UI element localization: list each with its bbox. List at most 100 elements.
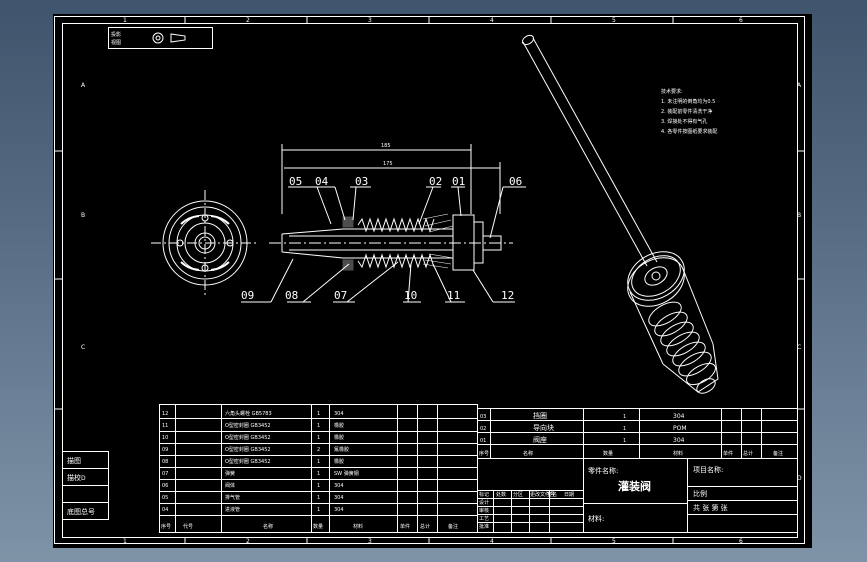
part-material: 304: [334, 507, 344, 513]
part-name-label: 零件名称:: [588, 466, 618, 475]
parts-header-cell: 备注: [448, 523, 458, 530]
parts-header-cell: 单件: [400, 523, 410, 530]
tech-note-line: 2. 装配前零件清洗干净: [661, 108, 712, 115]
zone-label-top: 2: [246, 17, 250, 24]
part-name: 导向块: [533, 423, 554, 432]
part-name: 阀座: [533, 435, 547, 444]
part-name: 排气管: [225, 494, 240, 501]
callout-label: 07: [334, 289, 347, 302]
part-number: 04: [162, 507, 168, 513]
revision-label: 标记: [479, 491, 489, 498]
revision-label: 签名: [547, 491, 557, 498]
part-material: 304: [334, 495, 344, 501]
drawing-title: 灌装阀: [618, 479, 651, 493]
zone-ticks: [54, 16, 805, 544]
approval-label: 批准: [479, 523, 489, 530]
part-number: 12: [162, 411, 168, 417]
part-qty: 1: [317, 423, 320, 429]
part-material: 304: [673, 437, 685, 444]
part-qty: 1: [317, 483, 320, 489]
tech-note-line: 1. 未注明的倒角均为0.5: [661, 98, 715, 105]
inner-frame: [62, 23, 798, 538]
zone-label-left: A: [81, 82, 86, 89]
tech-note-line: 4. 各零件按图纸要求装配: [661, 128, 717, 135]
part-number: 02: [480, 426, 486, 432]
zone-label-left: C: [81, 344, 85, 351]
svg-text:175: 175: [383, 161, 393, 167]
revision-label: 日期: [564, 492, 574, 498]
svg-text:185: 185: [381, 143, 391, 149]
projection-cone-icon: [170, 33, 186, 43]
upper-header-cell: 名称: [523, 450, 533, 457]
approval-label: 设计: [479, 499, 489, 506]
upper-header-cell: 序号: [479, 450, 489, 457]
zone-label-bottom: 4: [490, 538, 494, 545]
approval-label: 工艺: [479, 516, 489, 522]
tech-note-line: 技术要求:: [661, 88, 683, 95]
parts-header-cell: 总计: [420, 523, 430, 530]
title-block: 零件名称: 灌装阀 材料: 项目名称: 比例 共 张 第 张: [588, 465, 728, 523]
part-number: 08: [162, 459, 168, 465]
part-number: 10: [162, 435, 168, 441]
material-label: 材料:: [588, 514, 604, 523]
part-name: 弹簧: [225, 470, 235, 477]
upper-header-cell: 材料: [673, 450, 683, 457]
zone-label-left: D: [81, 475, 86, 482]
dimension-labels: 185 175: [381, 143, 393, 167]
upper-header-cell: 总计: [743, 450, 753, 457]
callout-label: 02: [429, 175, 442, 188]
part-number: 05: [162, 495, 168, 501]
part-material: 304: [334, 483, 344, 489]
stamp-check: 描校: [67, 473, 81, 482]
zone-label-bottom: 1: [123, 538, 127, 545]
part-name: 六角头螺栓 GB5783: [225, 410, 272, 417]
revision-label: 更改文件号: [530, 491, 555, 498]
projection-box: 投影 视图: [108, 27, 213, 49]
callout-label: 04: [315, 175, 329, 188]
zone-label-left: B: [81, 212, 85, 219]
end-view: [151, 190, 259, 296]
zone-label-right: C: [797, 344, 801, 351]
part-qty: 1: [623, 438, 626, 444]
callout-label: 09: [241, 289, 254, 302]
stamp-number: 底图总号: [67, 507, 95, 516]
callout-label: 08: [285, 289, 298, 302]
part-material: 橡胶: [334, 422, 344, 429]
zone-label-top: 6: [739, 17, 743, 24]
zone-label-top: 1: [123, 17, 127, 24]
part-number: 09: [162, 447, 168, 453]
zone-label-bottom: 5: [612, 538, 616, 545]
callout-label: 01: [452, 175, 465, 188]
view-label: 视图: [111, 39, 121, 46]
parts-list-grid: [159, 404, 478, 533]
zone-label-top: 5: [612, 17, 616, 24]
part-material: 304: [673, 413, 685, 420]
part-name: 阀体: [225, 482, 235, 489]
approval-label: 审核: [479, 507, 489, 514]
zone-label-top: 4: [490, 17, 494, 24]
part-name: O型密封圈 GB3452: [225, 458, 271, 465]
part-number: 07: [162, 471, 168, 477]
part-material: 304: [334, 411, 344, 417]
revision-label: 处数: [496, 491, 506, 498]
isometric-view: [521, 34, 719, 394]
callout-label: 06: [509, 175, 522, 188]
projection-label: 投影: [111, 31, 121, 38]
part-material: POM: [673, 425, 687, 432]
part-qty: 1: [317, 471, 320, 477]
part-material: 橡胶: [334, 458, 344, 465]
upper-header-cell: 备注: [773, 450, 783, 457]
zone-label-right: B: [797, 212, 801, 219]
zone-label-right: D: [797, 475, 802, 482]
parts-header-cell: 名称: [263, 523, 273, 530]
project-label: 项目名称:: [693, 465, 723, 474]
part-material: 橡胶: [334, 434, 344, 441]
part-name: 进液管: [225, 506, 240, 513]
part-name: O型密封圈 GB3452: [225, 434, 271, 441]
